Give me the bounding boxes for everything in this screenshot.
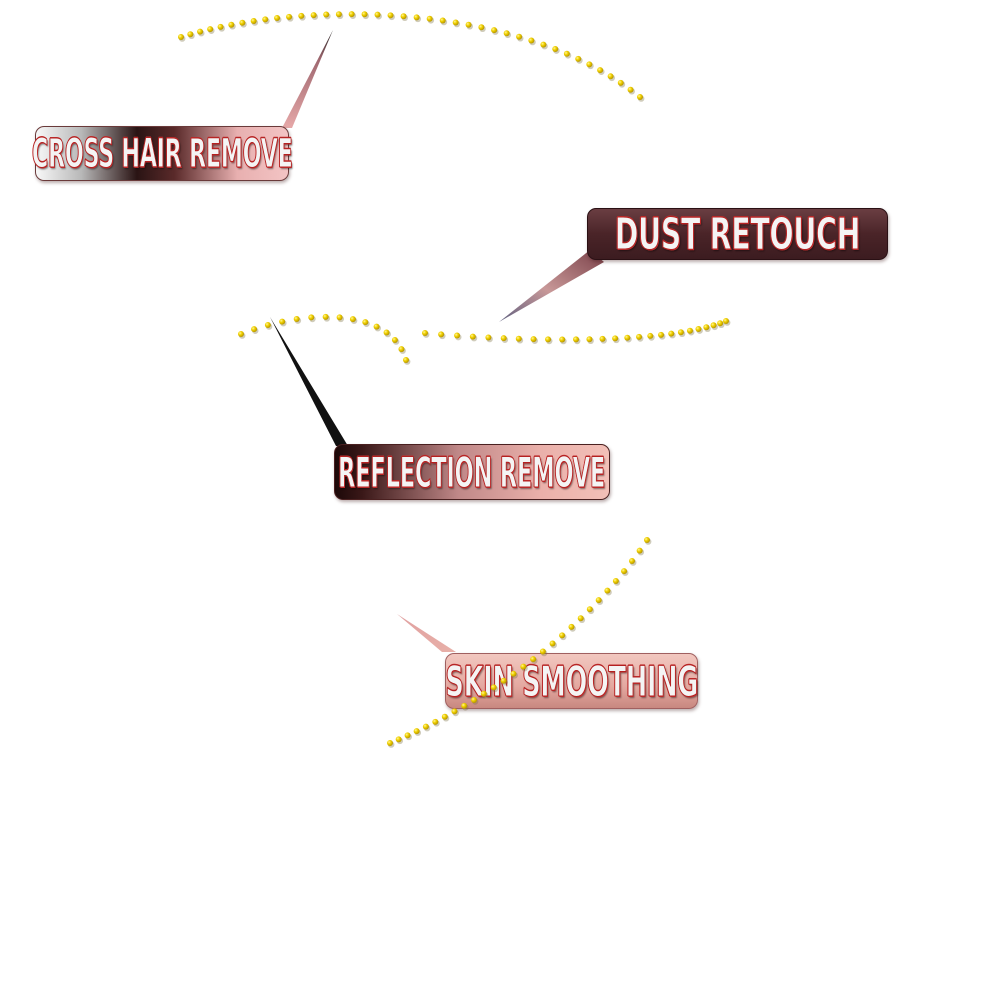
dot (217, 23, 224, 30)
dot (398, 346, 405, 353)
dot (349, 316, 356, 323)
dot (238, 331, 244, 337)
dot (293, 316, 300, 323)
label-skin-smoothing: SKIN SMOOTHING (445, 653, 698, 709)
dot (452, 19, 459, 26)
pointer-cross-hair-remove (282, 30, 333, 128)
dot (703, 324, 710, 331)
dot (491, 27, 498, 34)
dot (262, 16, 269, 23)
dot (559, 336, 566, 343)
dot (251, 326, 258, 333)
dot (612, 335, 619, 342)
dot (348, 11, 355, 18)
dot (197, 28, 204, 35)
dot (336, 314, 343, 321)
dot (586, 61, 593, 68)
dot (516, 33, 523, 40)
label-dust-retouch: DUST RETOUCH (587, 208, 888, 260)
dot (528, 37, 535, 44)
dot (391, 336, 398, 343)
dot (454, 332, 461, 339)
dot (597, 67, 604, 74)
dot (500, 335, 507, 342)
dot (323, 11, 330, 18)
dotted-curve-middle-left (238, 313, 411, 365)
dot (636, 333, 643, 340)
dot (438, 331, 445, 338)
dot (250, 17, 257, 24)
dot (575, 55, 582, 62)
dot (552, 46, 559, 53)
dotted-curve-top (178, 11, 645, 102)
dot (717, 320, 724, 327)
dot (286, 13, 293, 20)
dot (426, 15, 433, 22)
dot (573, 336, 580, 343)
dot (545, 336, 552, 343)
dot (617, 79, 624, 86)
dot (686, 327, 693, 334)
dot (228, 21, 235, 28)
dot (279, 318, 286, 325)
dot (274, 15, 281, 22)
label-text: CROSS HAIR REMOVE (31, 130, 293, 177)
dot (361, 11, 368, 18)
dot (373, 323, 380, 330)
dot (478, 24, 485, 31)
dot (668, 330, 675, 337)
dot (695, 326, 702, 333)
dot (264, 321, 271, 328)
dot (207, 26, 214, 33)
dot (187, 31, 194, 38)
dot (485, 334, 492, 341)
dot (298, 12, 305, 19)
dot (362, 319, 369, 326)
label-cross-hair-remove: CROSS HAIR REMOVE (31, 126, 293, 181)
dot (647, 332, 654, 339)
dot (469, 333, 476, 340)
dot (677, 329, 684, 336)
dot (403, 357, 409, 363)
dot (413, 14, 420, 21)
dot (607, 73, 614, 80)
dot (563, 50, 570, 57)
pointer-dust-retouch (499, 250, 604, 322)
label-reflection-remove: REFLECTION REMOVE (334, 444, 610, 500)
dotted-curve-middle-right (422, 318, 731, 345)
dot (400, 13, 407, 20)
label-text: SKIN SMOOTHING (445, 656, 699, 706)
dot (308, 314, 315, 321)
dot (515, 335, 522, 342)
dot (178, 34, 184, 40)
dot (422, 330, 428, 336)
pointer-reflection-remove (270, 317, 348, 446)
dot (658, 331, 665, 338)
dot (465, 21, 472, 28)
label-text: REFLECTION REMOVE (338, 447, 606, 497)
dot (627, 86, 634, 93)
dot (239, 19, 246, 26)
dot (335, 11, 342, 18)
dot (637, 94, 643, 100)
dot (710, 322, 717, 329)
dot (540, 41, 547, 48)
dot (599, 335, 606, 342)
dot (383, 329, 390, 336)
dot (530, 336, 537, 343)
pointer-skin-smoothing (397, 614, 456, 652)
dot (624, 334, 631, 341)
dot (374, 11, 381, 18)
dot (387, 12, 394, 19)
dot (723, 318, 729, 324)
dot (503, 30, 510, 37)
dot (310, 12, 317, 19)
dot (322, 313, 329, 320)
dot (439, 17, 446, 24)
dot (586, 336, 593, 343)
label-text: DUST RETOUCH (614, 208, 861, 260)
